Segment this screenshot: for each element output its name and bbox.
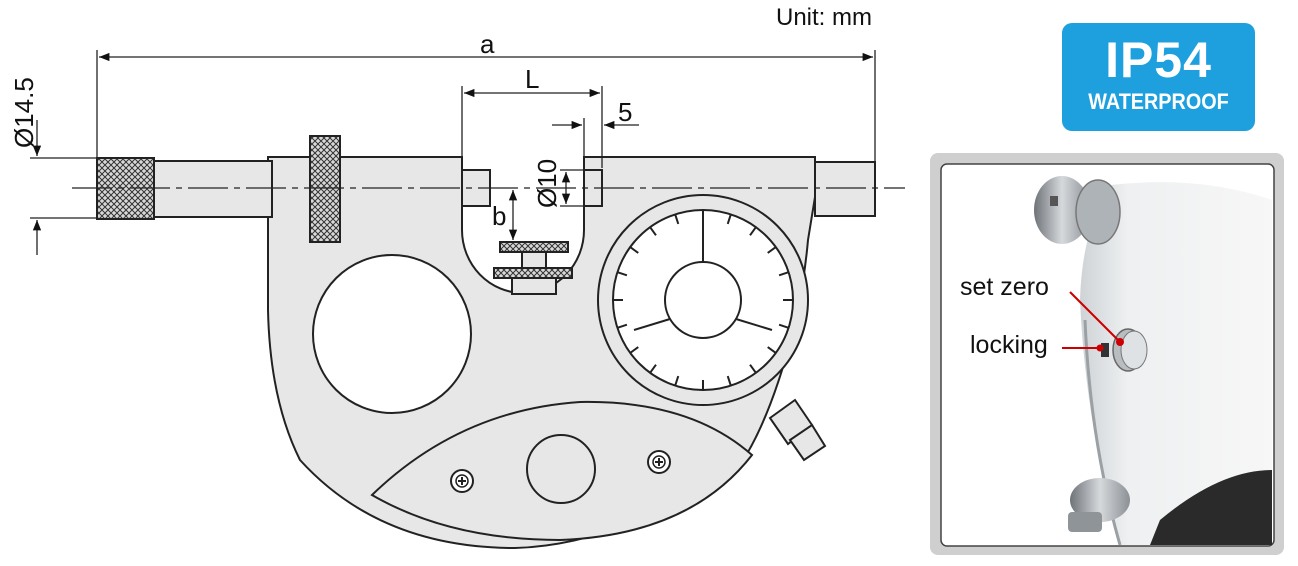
- dial-tick: [617, 323, 628, 329]
- dim-a-label: a: [480, 29, 495, 59]
- dimension-lines: [30, 50, 876, 255]
- dial-tick: [629, 246, 639, 254]
- dial-tick: [767, 246, 777, 254]
- spindle-knob-photo: [1034, 176, 1121, 245]
- dial-tick: [629, 346, 639, 354]
- dial-tick: [749, 226, 757, 236]
- dial-tick: [674, 375, 680, 386]
- retraction-button: [493, 241, 573, 295]
- cover-plate: [370, 400, 754, 542]
- dial-gauge: [597, 194, 809, 406]
- dial-tick: [649, 226, 657, 236]
- callouts: [1062, 291, 1119, 349]
- lock-knob: [309, 135, 341, 243]
- dial-tick: [778, 271, 789, 277]
- side-button: [768, 398, 827, 462]
- badge-text: WATERPROOF: [1088, 89, 1229, 114]
- detail-photo: set zero locking: [930, 153, 1284, 555]
- dim-d145-label: Ø14.5: [9, 77, 39, 148]
- dim-5-label: 5: [618, 97, 632, 127]
- dim-b-label: b: [492, 201, 506, 231]
- screw-left-icon: [450, 469, 474, 493]
- locking-label: locking: [970, 331, 1048, 359]
- dim-d10-label: Ø10: [532, 159, 562, 208]
- ip54-badge: IP54 WATERPROOF: [1062, 23, 1255, 131]
- dial-tick: [767, 346, 777, 354]
- dial-tick: [726, 214, 732, 225]
- locking-pin-photo: [1101, 343, 1109, 357]
- badge-rating: IP54: [1105, 32, 1212, 88]
- dial-tick: [726, 375, 732, 386]
- dial-tick: [674, 214, 680, 225]
- unit-label: Unit: mm: [776, 4, 872, 31]
- dial-tick: [778, 323, 789, 329]
- frame-window: [312, 254, 472, 414]
- anvil-rod: [814, 161, 876, 217]
- set-zero-label: set zero: [960, 273, 1049, 301]
- dial-tick: [749, 364, 757, 374]
- dial-tick: [649, 364, 657, 374]
- dial-tick: [617, 271, 628, 277]
- screw-right-icon: [647, 450, 671, 474]
- set-zero-button-photo: [1112, 328, 1148, 372]
- spindle-rod: [153, 160, 273, 218]
- dim-L-label: L: [525, 64, 539, 94]
- bottom-knob-photo: [1068, 478, 1130, 532]
